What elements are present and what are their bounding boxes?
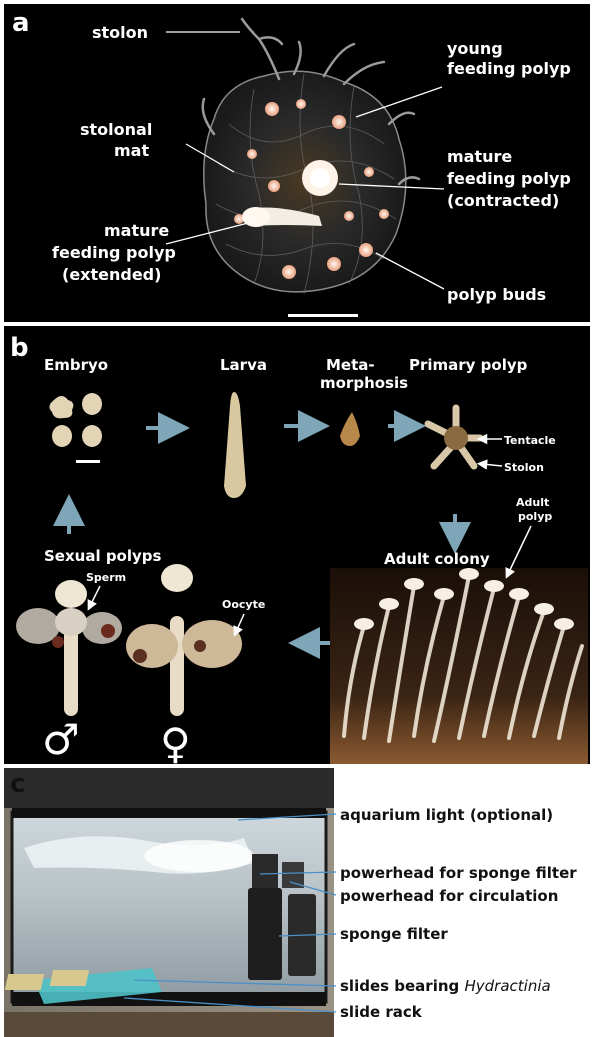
larva-image [224,392,246,498]
stage-larva: Larva [220,356,267,374]
scale-bar [288,314,358,317]
panel-b: b Embryo Larva Meta- morphosis Primary p… [4,326,590,764]
aquarium-photo [4,768,334,1037]
stage-sexual-polyps: Sexual polyps [44,547,162,565]
label-mat-1: stolonal [80,120,152,139]
label-mat-2: mat [114,141,149,160]
label-stolon: stolon [92,23,148,42]
label-extended-2: feeding polyp [52,243,176,262]
label-contracted-2: feeding polyp [447,169,571,188]
stage-primary: Primary polyp [409,356,528,374]
label-contracted-3: (contracted) [447,191,559,210]
label-slides-species: Hydractinia [464,977,550,995]
label-slides-prefix: slides bearing [340,977,464,995]
primary-polyp-image [424,404,484,470]
annotation-adult-polyp-2: polyp [518,510,552,523]
embryo-image [49,393,102,447]
panel-b-letter: b [10,333,29,363]
female-polyp-image [126,564,242,716]
stage-meta-2: morphosis [320,374,408,392]
leader-lines [123,813,337,1013]
label-extended-3: (extended) [62,265,161,284]
label-sponge-filter: sponge filter [340,925,448,943]
label-extended-1: mature [104,221,169,240]
female-symbol: ♀ [160,719,191,764]
panel-c: aquarium light (optional) powerhead for … [4,768,590,1037]
panel-c-letter: c [10,769,25,799]
male-symbol: ♂ [42,715,80,764]
label-aquarium-light: aquarium light (optional) [340,806,553,824]
stage-adult-colony: Adult colony [384,550,490,568]
annotation-tentacle: Tentacle [504,434,556,447]
label-slide-rack: slide rack [340,1003,423,1021]
colony-image [201,17,421,295]
label-young-1: young [447,39,503,58]
label-polyp-buds: polyp buds [447,285,546,304]
annotation-stolon: Stolon [504,461,544,474]
annotation-oocyte: Oocyte [222,598,265,611]
label-contracted-1: mature [447,147,512,166]
annotation-sperm: Sperm [86,571,126,584]
panel-a-figure: a [12,8,571,317]
adult-colony-image [330,568,588,764]
label-slides: slides bearing Hydractinia [340,977,551,995]
cycle-arrows [53,410,471,659]
annotation-adult-polyp-1: Adult [516,496,549,509]
embryo-scale-bar [76,460,100,463]
stage-embryo: Embryo [44,356,108,374]
label-young-2: feeding polyp [447,59,571,78]
panel-c-figure: aquarium light (optional) powerhead for … [4,768,577,1037]
male-polyp-image [16,580,122,716]
label-powerhead-sponge: powerhead for sponge filter [340,864,577,882]
panel-a: a [4,4,590,322]
stage-meta-1: Meta- [326,356,375,374]
panel-a-letter: a [12,8,30,38]
panel-b-figure: b Embryo Larva Meta- morphosis Primary p… [10,333,588,764]
label-powerhead-circulation: powerhead for circulation [340,887,558,905]
metamorphosis-image [340,412,360,446]
